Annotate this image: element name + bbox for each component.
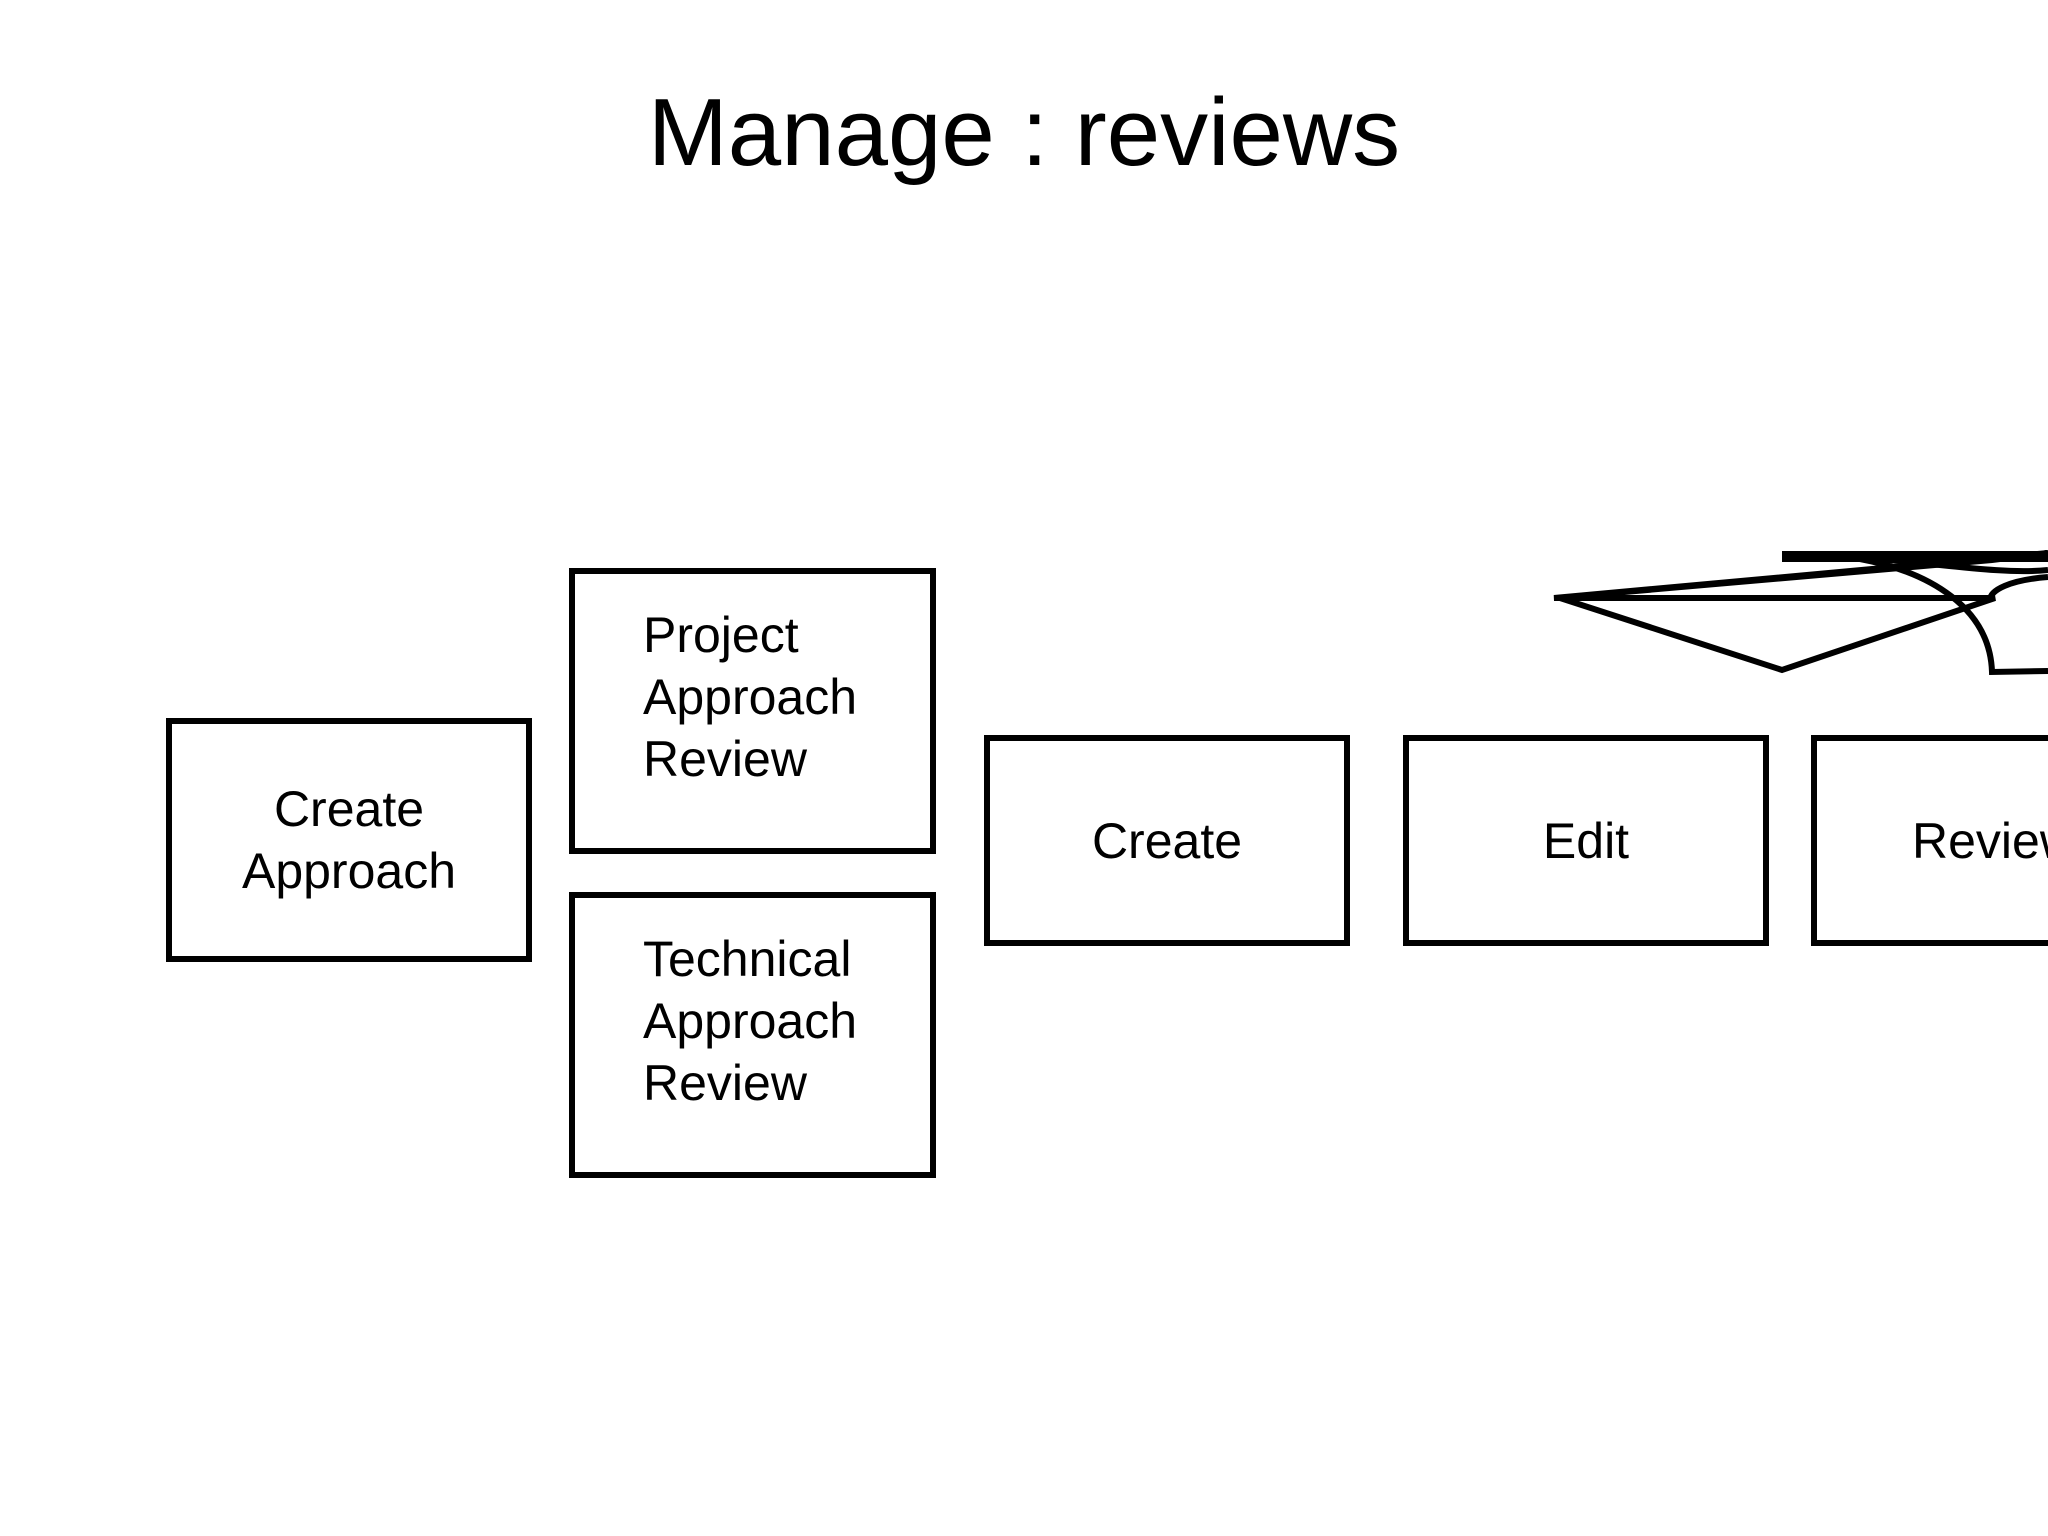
review-box: Review xyxy=(1811,735,2048,946)
page-title: Manage : reviews xyxy=(647,79,1401,186)
edit-label: Edit xyxy=(1542,812,1630,869)
project-approach-review-label: Project Approach Review xyxy=(643,607,858,787)
edit-box: Edit xyxy=(1403,735,1769,946)
create-approach-box: Create Approach xyxy=(166,718,532,962)
project-approach-review-box: Project Approach Review xyxy=(569,568,936,854)
create-label: Create xyxy=(1091,812,1243,869)
technical-approach-review-label: Technical Approach Review xyxy=(643,931,858,1111)
create-box: Create xyxy=(984,735,1350,946)
review-label: Review xyxy=(1912,812,2048,869)
create-approach-label: Create Approach xyxy=(241,781,457,899)
technical-approach-review-box: Technical Approach Review xyxy=(569,892,936,1178)
